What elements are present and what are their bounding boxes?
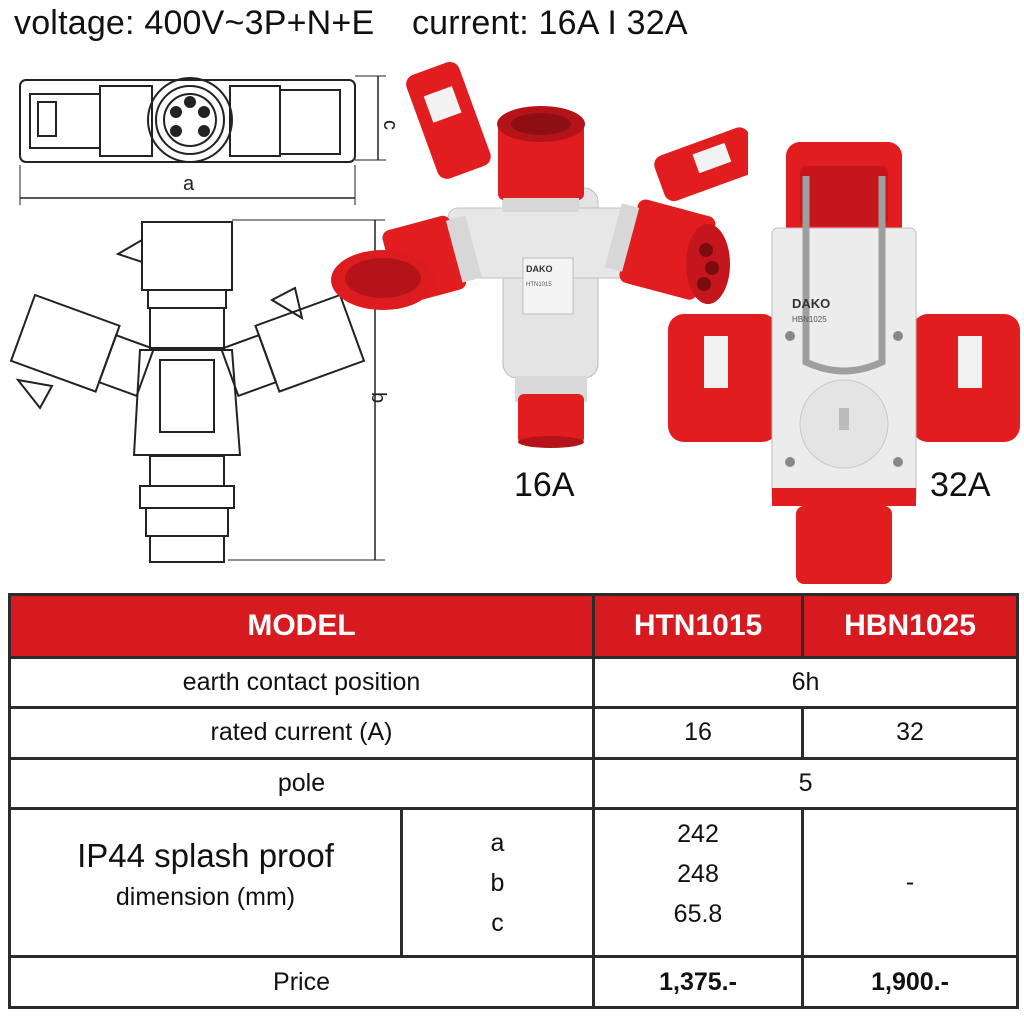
dim-letter-c: c <box>491 908 504 937</box>
dim-value-b: 248 <box>677 859 719 888</box>
rated-current-htn1015: 16 <box>592 706 805 760</box>
dim-letter-b: b <box>490 868 505 897</box>
spec-header: voltage: 400V~3P+N+E current: 16A I 32A <box>14 4 688 43</box>
dim-letter-a: a <box>490 828 505 857</box>
price-hbn1025: 1,900.- <box>801 955 1020 1009</box>
rated-current-label: rated current (A) <box>7 706 596 760</box>
price-htn1015: 1,375.- <box>592 955 805 1009</box>
pole-label: pole <box>7 756 596 811</box>
table-row: earth contact position 6h <box>7 655 1020 710</box>
table-row: pole 5 <box>7 756 1020 811</box>
photo-label-32a: 32A <box>930 466 991 504</box>
dimension-hbn1025: - <box>801 807 1020 959</box>
earth-contact-value: 6h <box>592 655 1020 710</box>
table-header-row: MODEL HTN1015 HBN1025 <box>7 593 1020 659</box>
table-row: Price 1,375.- 1,900.- <box>7 955 1020 1009</box>
technical-drawing: a c b <box>9 75 400 563</box>
header-model: MODEL <box>7 593 596 659</box>
model-label-32a: HBN1025 <box>792 315 827 324</box>
dimension-c-label: c <box>379 120 400 130</box>
model-label-16a: HTN1015 <box>526 282 552 288</box>
ip-subtitle: dimension (mm) <box>115 883 296 912</box>
photo-label-16a: 16A <box>514 466 575 504</box>
dimension-a-label: a <box>183 173 195 195</box>
header-hbn1025: HBN1025 <box>801 593 1020 659</box>
ip-title-cell: IP44 splash proof dimension (mm) <box>8 807 403 959</box>
dimension-values-htn1015: 242 248 65.8 <box>592 807 805 959</box>
table-row: IP44 splash proof dimension (mm) a b c 2… <box>8 807 1020 959</box>
brand-label-16a: DAKO <box>526 264 553 274</box>
dim-value-a: 242 <box>677 819 719 848</box>
dimension-b-label: b <box>367 392 389 403</box>
product-photo-32a: DAKO HBN1025 <box>668 142 1020 584</box>
product-photo-16a: DAKO HTN1015 <box>331 61 748 448</box>
ip-title: IP44 splash proof <box>77 837 334 875</box>
rated-current-hbn1025: 32 <box>801 706 1020 760</box>
brand-label-32a: DAKO <box>792 296 830 311</box>
current-text: current: 16A I 32A <box>411 4 688 42</box>
pole-value: 5 <box>592 756 1020 811</box>
voltage-text: voltage: 400V~3P+N+E <box>14 4 375 42</box>
earth-contact-label: earth contact position <box>7 655 596 710</box>
dim-value-c: 65.8 <box>673 899 723 928</box>
dimension-letters: a b c <box>399 807 596 959</box>
spec-table: MODEL HTN1015 HBN1025 earth contact posi… <box>7 593 1020 1009</box>
price-label: Price <box>7 955 596 1009</box>
header-htn1015: HTN1015 <box>592 593 805 659</box>
table-row: rated current (A) 16 32 <box>7 706 1020 760</box>
